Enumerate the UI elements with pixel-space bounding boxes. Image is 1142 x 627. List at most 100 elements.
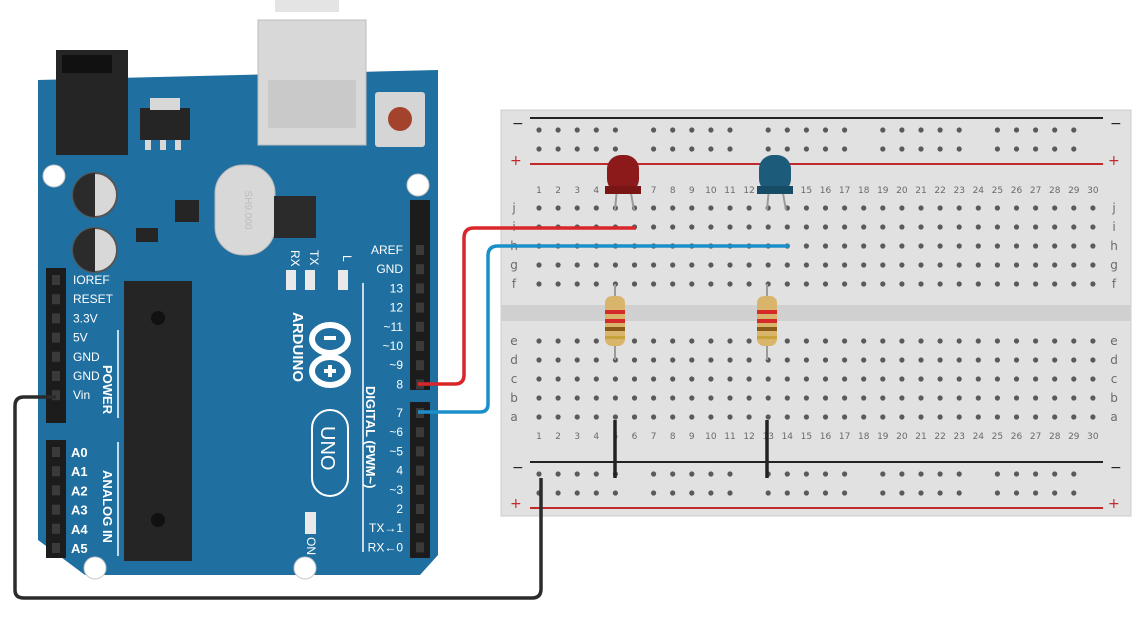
breadboard-hole[interactable] bbox=[861, 281, 867, 287]
breadboard-hole[interactable] bbox=[803, 224, 810, 230]
rail-hole[interactable] bbox=[956, 146, 962, 152]
breadboard-hole[interactable] bbox=[593, 262, 599, 268]
breadboard-hole[interactable] bbox=[708, 205, 714, 211]
breadboard-hole[interactable] bbox=[1013, 205, 1020, 211]
breadboard-hole[interactable] bbox=[956, 376, 962, 382]
breadboard-hole[interactable] bbox=[727, 395, 733, 401]
breadboard-hole[interactable] bbox=[899, 357, 905, 363]
rail-hole[interactable] bbox=[555, 127, 561, 133]
breadboard-hole[interactable] bbox=[842, 205, 848, 211]
rail-hole[interactable] bbox=[651, 471, 657, 477]
power-pin-socket[interactable] bbox=[52, 371, 60, 381]
breadboard-hole[interactable] bbox=[1013, 414, 1020, 420]
breadboard-hole[interactable] bbox=[822, 262, 829, 268]
breadboard-hole[interactable] bbox=[1090, 357, 1096, 363]
breadboard-hole[interactable] bbox=[574, 395, 580, 401]
rail-hole[interactable] bbox=[593, 490, 599, 496]
breadboard-hole[interactable] bbox=[880, 338, 886, 344]
rail-hole[interactable] bbox=[842, 127, 848, 133]
breadboard-hole[interactable] bbox=[727, 205, 733, 211]
digital-header-bottom[interactable] bbox=[410, 402, 430, 558]
breadboard-hole[interactable] bbox=[1052, 414, 1058, 420]
rail-hole[interactable] bbox=[1052, 127, 1058, 133]
digital-pin-socket[interactable] bbox=[416, 523, 424, 534]
rail-hole[interactable] bbox=[1033, 146, 1039, 152]
breadboard-hole[interactable] bbox=[994, 243, 1001, 249]
breadboard-hole[interactable] bbox=[918, 338, 924, 344]
breadboard-hole[interactable] bbox=[899, 395, 905, 401]
breadboard-hole[interactable] bbox=[1090, 224, 1096, 230]
breadboard-hole[interactable] bbox=[975, 395, 981, 401]
breadboard-hole[interactable] bbox=[861, 243, 867, 249]
breadboard-hole[interactable] bbox=[1013, 224, 1020, 230]
breadboard-hole[interactable] bbox=[1052, 243, 1058, 249]
breadboard-hole[interactable] bbox=[593, 338, 599, 344]
breadboard-hole[interactable] bbox=[670, 224, 676, 230]
breadboard-hole[interactable] bbox=[727, 262, 733, 268]
breadboard-hole[interactable] bbox=[574, 414, 580, 420]
digital-pin-socket[interactable] bbox=[416, 321, 424, 332]
analog-pin-socket[interactable] bbox=[52, 466, 60, 477]
breadboard-hole[interactable] bbox=[1071, 243, 1077, 249]
breadboard-hole[interactable] bbox=[670, 414, 676, 420]
breadboard-hole[interactable] bbox=[612, 395, 619, 401]
breadboard-hole[interactable] bbox=[994, 262, 1001, 268]
rail-hole[interactable] bbox=[574, 146, 580, 152]
rail-hole[interactable] bbox=[555, 490, 561, 496]
rail-hole[interactable] bbox=[1013, 127, 1020, 133]
breadboard-hole[interactable] bbox=[727, 376, 733, 382]
breadboard-hole[interactable] bbox=[631, 357, 638, 363]
breadboard-hole[interactable] bbox=[937, 414, 943, 420]
breadboard-hole[interactable] bbox=[842, 395, 848, 401]
power-pin-socket[interactable] bbox=[52, 390, 60, 401]
breadboard-hole[interactable] bbox=[746, 395, 752, 401]
breadboard-hole[interactable] bbox=[574, 338, 580, 344]
rail-hole[interactable] bbox=[1033, 471, 1039, 477]
breadboard-hole[interactable] bbox=[1090, 338, 1096, 344]
breadboard-hole[interactable] bbox=[708, 281, 714, 287]
digital-pin-socket[interactable] bbox=[416, 283, 424, 294]
breadboard-hole[interactable] bbox=[708, 357, 714, 363]
breadboard-hole[interactable] bbox=[899, 243, 905, 249]
rail-hole[interactable] bbox=[803, 127, 810, 133]
breadboard-hole[interactable] bbox=[994, 376, 1001, 382]
breadboard-hole[interactable] bbox=[1052, 338, 1058, 344]
breadboard-hole[interactable] bbox=[651, 281, 657, 287]
breadboard-hole[interactable] bbox=[746, 224, 752, 230]
breadboard-hole[interactable] bbox=[593, 395, 599, 401]
rail-hole[interactable] bbox=[670, 127, 676, 133]
breadboard-hole[interactable] bbox=[1013, 243, 1020, 249]
rail-hole[interactable] bbox=[1013, 471, 1020, 477]
rail-hole[interactable] bbox=[1071, 127, 1077, 133]
rail-hole[interactable] bbox=[899, 127, 905, 133]
rail-hole[interactable] bbox=[555, 146, 561, 152]
rail-hole[interactable] bbox=[1013, 146, 1020, 152]
breadboard-hole[interactable] bbox=[1071, 338, 1077, 344]
digital-pin-socket[interactable] bbox=[416, 465, 424, 476]
breadboard-hole[interactable] bbox=[593, 414, 599, 420]
breadboard-hole[interactable] bbox=[784, 224, 790, 230]
breadboard-hole[interactable] bbox=[937, 224, 943, 230]
rail-hole[interactable] bbox=[670, 490, 676, 496]
breadboard-hole[interactable] bbox=[803, 281, 810, 287]
breadboard-hole[interactable] bbox=[727, 338, 733, 344]
breadboard-hole[interactable] bbox=[1071, 281, 1077, 287]
breadboard[interactable]: − − + + − − + + 112233445566778899101011… bbox=[500, 109, 1132, 517]
rail-hole[interactable] bbox=[994, 490, 1001, 496]
breadboard-hole[interactable] bbox=[651, 376, 657, 382]
breadboard-hole[interactable] bbox=[555, 338, 561, 344]
breadboard-hole[interactable] bbox=[1071, 205, 1077, 211]
breadboard-hole[interactable] bbox=[842, 376, 848, 382]
breadboard-hole[interactable] bbox=[689, 262, 695, 268]
breadboard-hole[interactable] bbox=[593, 357, 599, 363]
rail-hole[interactable] bbox=[822, 146, 829, 152]
breadboard-hole[interactable] bbox=[631, 376, 638, 382]
rail-hole[interactable] bbox=[937, 127, 943, 133]
breadboard-hole[interactable] bbox=[861, 205, 867, 211]
wire-pin7-to-blue-led[interactable] bbox=[418, 244, 789, 414]
breadboard-hole[interactable] bbox=[822, 414, 829, 420]
breadboard-hole[interactable] bbox=[880, 395, 886, 401]
breadboard-hole[interactable] bbox=[1071, 376, 1077, 382]
breadboard-hole[interactable] bbox=[975, 224, 981, 230]
power-pin-socket[interactable] bbox=[52, 332, 60, 343]
